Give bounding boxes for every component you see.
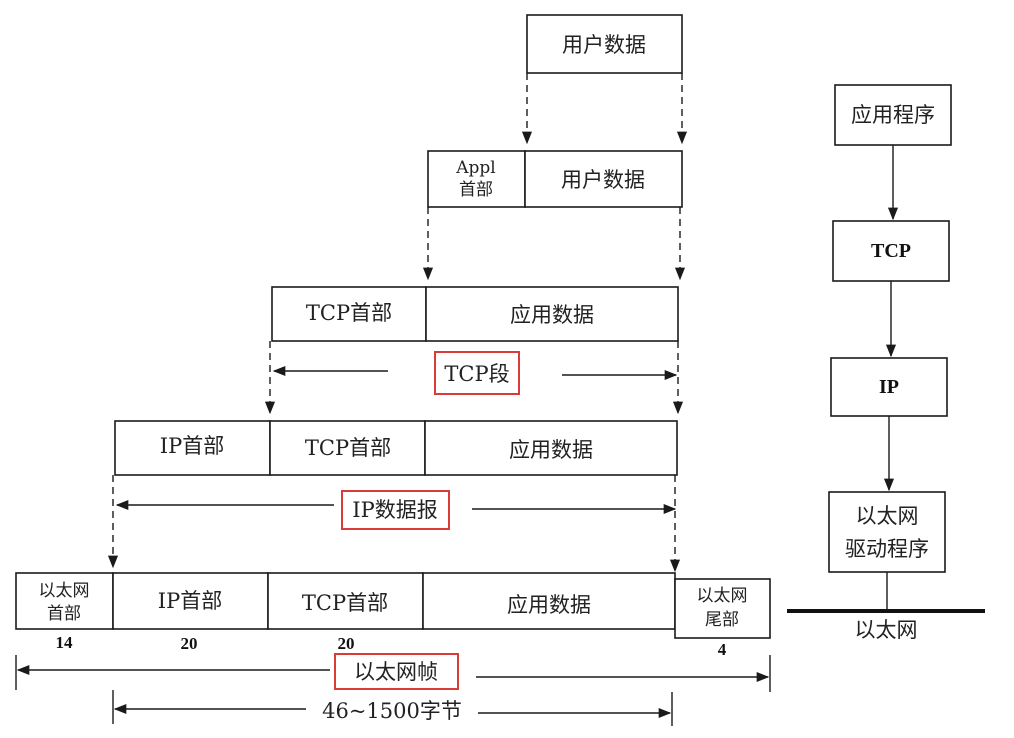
stack-network-label: 以太网 bbox=[855, 618, 918, 642]
eth-frame-label: 以太网帧 bbox=[354, 660, 438, 684]
user-data-box bbox=[526, 14, 683, 74]
app-data-label-3: 应用数据 bbox=[507, 593, 591, 617]
user-data-label-2: 用户数据 bbox=[561, 168, 645, 192]
eth-frame-highlight bbox=[334, 653, 459, 690]
stack-driver-box bbox=[828, 491, 946, 573]
eth-trailer-box bbox=[674, 578, 771, 639]
payload-range-label: 46~1500字节 bbox=[322, 699, 462, 723]
appl-header-label-2: 首部 bbox=[459, 180, 493, 200]
appl-header-label-1: Appl bbox=[455, 158, 495, 178]
user-data-label: 用户数据 bbox=[562, 33, 646, 57]
size-tcp-header: 20 bbox=[338, 634, 355, 653]
tcp-header-label-3: TCP首部 bbox=[302, 591, 388, 615]
stack-ip-box bbox=[830, 357, 948, 417]
app-data-box-3 bbox=[422, 572, 676, 630]
ip-datagram-label: IP数据报 bbox=[352, 498, 437, 522]
ip-header-label: IP首部 bbox=[160, 434, 224, 458]
eth-trailer-label-1: 以太网 bbox=[697, 586, 748, 606]
tcp-header-box bbox=[271, 286, 427, 342]
ip-header-box-3 bbox=[112, 572, 269, 630]
stack-application-box bbox=[834, 84, 952, 146]
stack-tcp-label: TCP bbox=[871, 240, 911, 262]
eth-trailer-label-2: 尾部 bbox=[705, 610, 739, 630]
ip-datagram-highlight bbox=[341, 490, 450, 530]
size-eth-trailer: 4 bbox=[718, 640, 727, 659]
tcp-header-label-2: TCP首部 bbox=[305, 436, 391, 460]
ip-header-label-3: IP首部 bbox=[158, 589, 222, 613]
tcp-header-box-2 bbox=[269, 420, 426, 476]
app-data-label-2: 应用数据 bbox=[509, 438, 593, 462]
size-eth-header: 14 bbox=[56, 633, 74, 652]
app-data-box-2 bbox=[424, 420, 678, 476]
tcp-header-label: TCP首部 bbox=[306, 301, 392, 325]
tcp-segment-label: TCP段 bbox=[444, 362, 509, 386]
stack-driver-label-1: 以太网 bbox=[856, 504, 919, 528]
stack-application-label: 应用程序 bbox=[851, 103, 935, 127]
eth-header-label-1: 以太网 bbox=[39, 581, 90, 601]
tcp-segment-highlight bbox=[434, 351, 520, 395]
stack-driver-label-2: 驱动程序 bbox=[845, 537, 929, 561]
ip-header-box bbox=[114, 420, 271, 476]
appl-header-box bbox=[427, 150, 526, 208]
stack-tcp-box bbox=[832, 220, 950, 282]
stack-ip-label: IP bbox=[879, 376, 899, 398]
size-ip-header: 20 bbox=[181, 634, 198, 653]
eth-header-label-2: 首部 bbox=[47, 604, 81, 624]
app-data-box bbox=[425, 286, 679, 342]
app-data-label: 应用数据 bbox=[510, 303, 594, 327]
user-data-box-2 bbox=[524, 150, 683, 208]
